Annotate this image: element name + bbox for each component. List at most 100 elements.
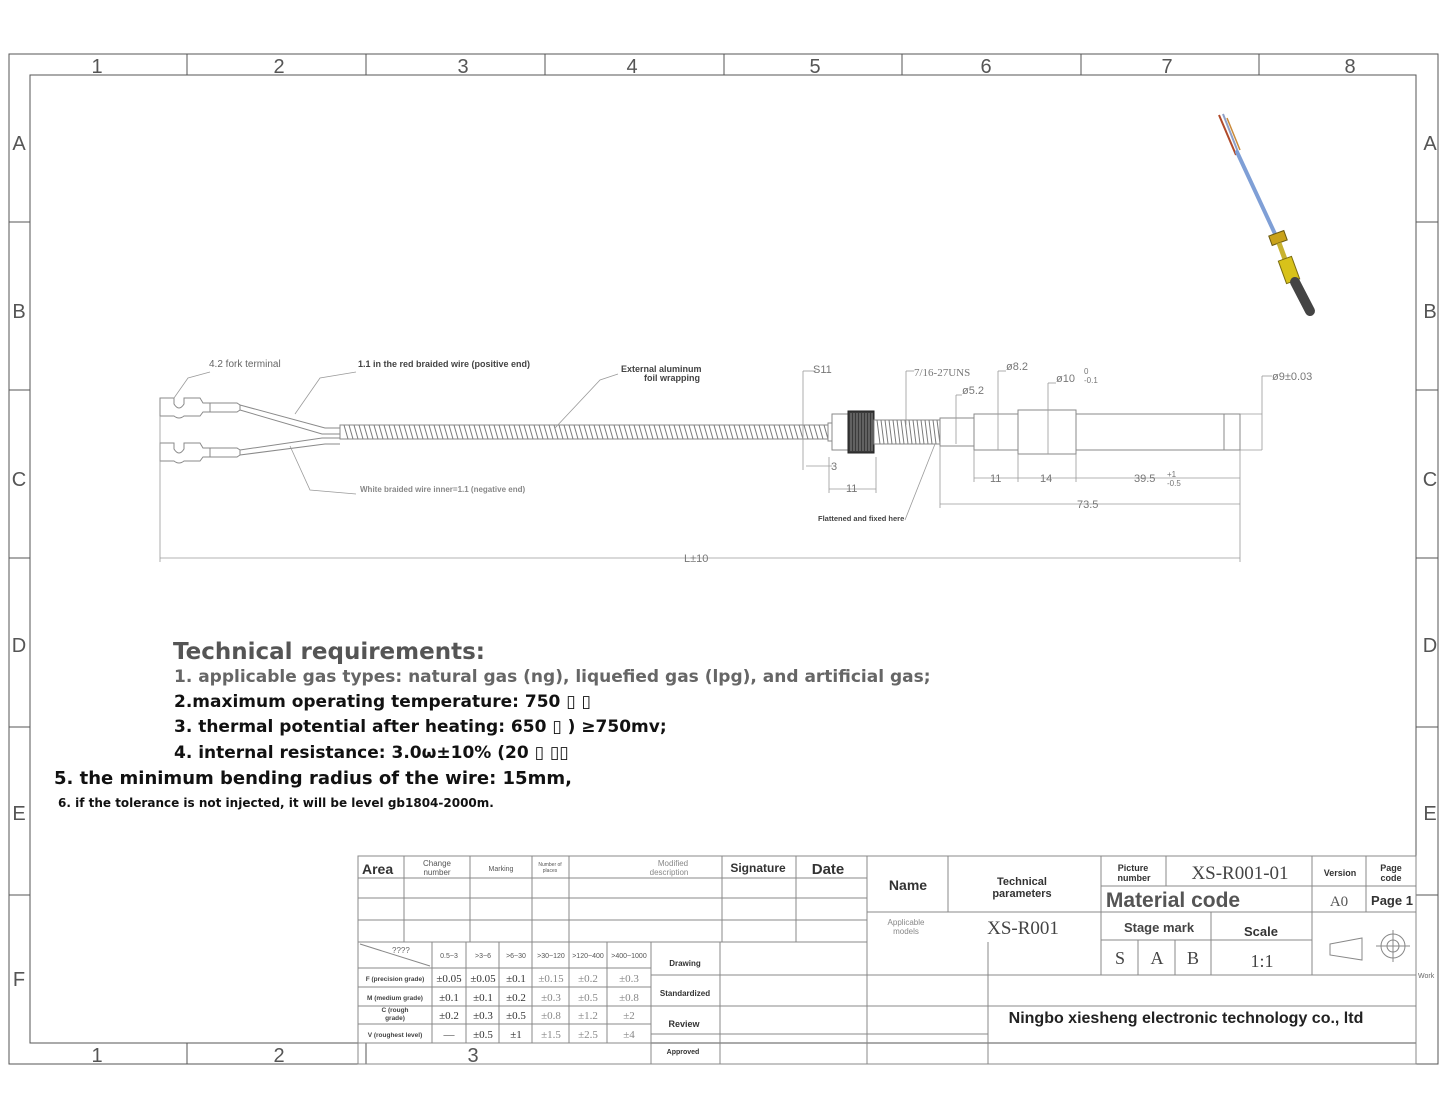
header-modified-description: Modified <box>658 859 688 868</box>
dimension-labels: S11 7/16-27UNS ø5.2 ø8.2 ø10 0 -0.1 ø9±0… <box>684 361 1312 565</box>
scale-label: Scale <box>1244 924 1278 939</box>
tolerance-corner: ???? <box>392 946 410 955</box>
probe-shoulder <box>973 413 1019 451</box>
tolerance-range-header: >120~400 <box>572 953 604 960</box>
svg-text:number: number <box>1117 873 1151 883</box>
tolerance-value: ±0.2 <box>506 992 526 1004</box>
white-braided-wire <box>239 437 340 451</box>
scale-value: 1:1 <box>1250 951 1273 971</box>
tolerance-value: ±0.3 <box>541 992 561 1004</box>
header-number-of-places: Number of <box>538 862 562 868</box>
tolerance-grade-label: M (medium grade) <box>367 995 423 1002</box>
svg-text:description: description <box>650 868 689 877</box>
col-label: 8 <box>1344 56 1355 78</box>
dim-735: 73.5 <box>1077 499 1098 511</box>
version-label: Version <box>1324 868 1357 878</box>
version-value: A0 <box>1330 894 1348 910</box>
foil-label-line1: External aluminum <box>621 364 702 374</box>
name-label: Name <box>889 877 927 893</box>
red-wire-label: 1.1 in the red braided wire (positive en… <box>358 359 530 369</box>
tolerance-value: — <box>443 1029 456 1041</box>
tolerance-value: ±0.2 <box>439 1010 459 1022</box>
svg-text:code: code <box>1380 873 1401 883</box>
picture-number-label: Picture <box>1118 863 1149 873</box>
tolerance-value: ±0.5 <box>578 992 598 1004</box>
probe-collar <box>1017 409 1077 455</box>
row-label: E <box>12 803 25 825</box>
col-label: 4 <box>626 56 637 78</box>
dim-d82: ø8.2 <box>1006 361 1028 373</box>
projection-cone-icon <box>1329 937 1363 961</box>
applicable-models-label: Applicable <box>888 918 925 927</box>
dim-d10-tol-down: -0.1 <box>1084 376 1098 385</box>
tolerance-value: ±4 <box>623 1029 635 1041</box>
header-date: Date <box>812 861 845 878</box>
col-label: 2 <box>273 56 284 78</box>
tolerance-range-header: >400~1000 <box>611 953 647 960</box>
applicable-models: XS-R001 <box>987 918 1059 939</box>
requirement-5: 5. the minimum bending radius of the wir… <box>54 768 572 789</box>
requirement-6: 6. if the tolerance is not injected, it … <box>58 796 494 810</box>
requirement-3: 3. thermal potential after heating: 650 … <box>174 717 667 737</box>
requirements-title: Technical requirements: <box>173 639 485 665</box>
stage-a: A <box>1151 948 1164 968</box>
row-label: C <box>12 469 26 491</box>
svg-text:parameters: parameters <box>992 888 1051 900</box>
probe-drawing <box>159 397 1241 464</box>
tolerance-value: ±0.15 <box>538 973 564 985</box>
dim-d10-tol-up: 0 <box>1084 367 1089 376</box>
col-label: 5 <box>809 56 820 78</box>
row-label: A <box>1423 133 1437 155</box>
company-name: Ningbo xiesheng electronic technology co… <box>1009 1010 1364 1027</box>
tolerance-value: ±1.2 <box>578 1010 598 1022</box>
picture-number: XS-R001-01 <box>1191 863 1288 884</box>
tolerance-grade-label: grade) <box>385 1015 405 1022</box>
technical-parameters-label: Technical <box>997 876 1047 888</box>
probe-3d-illustration <box>1218 113 1315 316</box>
col-label: 3 <box>457 56 468 78</box>
header-area: Area <box>362 861 393 877</box>
row-label: E <box>1423 803 1436 825</box>
tolerance-range-header: >30~120 <box>537 953 565 960</box>
role-review: Review <box>668 1019 700 1029</box>
svg-text:number: number <box>423 868 450 877</box>
requirement-2: 2.maximum operating temperature: 750 ▯ ▯ <box>174 692 591 712</box>
role-drawing: Drawing <box>669 959 701 968</box>
tolerance-grade-label: F (precision grade) <box>366 976 425 983</box>
foil-label-line2: foil wrapping <box>644 373 700 383</box>
fork-terminal-label: 4.2 fork terminal <box>209 359 281 370</box>
dim-thread: 7/16-27UNS <box>914 367 970 379</box>
tolerance-value: ±0.1 <box>473 992 493 1004</box>
tolerance-value: ±2 <box>623 1010 635 1022</box>
tolerance-value: ±0.8 <box>619 992 639 1004</box>
tolerance-value: ±2.5 <box>578 1029 598 1041</box>
tolerance-value: ±0.1 <box>506 973 526 985</box>
tolerance-value: ±0.05 <box>436 973 462 985</box>
row-label: A <box>12 133 26 155</box>
col-label-bottom: 2 <box>273 1045 284 1067</box>
svg-text:places: places <box>543 868 558 874</box>
header-marking: Marking <box>489 866 514 873</box>
title-block-text: Area Change number Marking Number of pla… <box>362 859 1435 1056</box>
dim-d52: ø5.2 <box>962 385 984 397</box>
dim-eleven: 11 <box>990 473 1001 485</box>
probe-tip <box>1075 413 1241 451</box>
tolerance-grade-label: V (roughest level) <box>368 1032 423 1039</box>
white-wire-label: White braided wire inner=1.1 (negative e… <box>360 485 525 494</box>
tolerance-range-header: 0.5~3 <box>440 953 458 960</box>
stage-mark-label: Stage mark <box>1124 920 1195 935</box>
col-label-bottom: 3 <box>467 1045 478 1067</box>
dim-total-length: L±10 <box>684 553 708 565</box>
row-label: D <box>12 635 26 657</box>
frame-labels: 1 2 3 4 5 6 7 8 1 2 3 A B C D E F A B C … <box>12 56 1438 1067</box>
title-block-grid <box>357 855 1417 1065</box>
fork-terminal-bottom <box>159 442 241 464</box>
row-label: B <box>1423 301 1436 323</box>
role-approved: Approved <box>667 1049 700 1056</box>
dimension-lines <box>159 370 1272 562</box>
callouts: 4.2 fork terminal 1.1 in the red braided… <box>209 359 904 523</box>
row-label: B <box>12 301 25 323</box>
tolerance-value: ±1 <box>510 1029 522 1041</box>
tolerance-value: ±1.5 <box>541 1029 561 1041</box>
